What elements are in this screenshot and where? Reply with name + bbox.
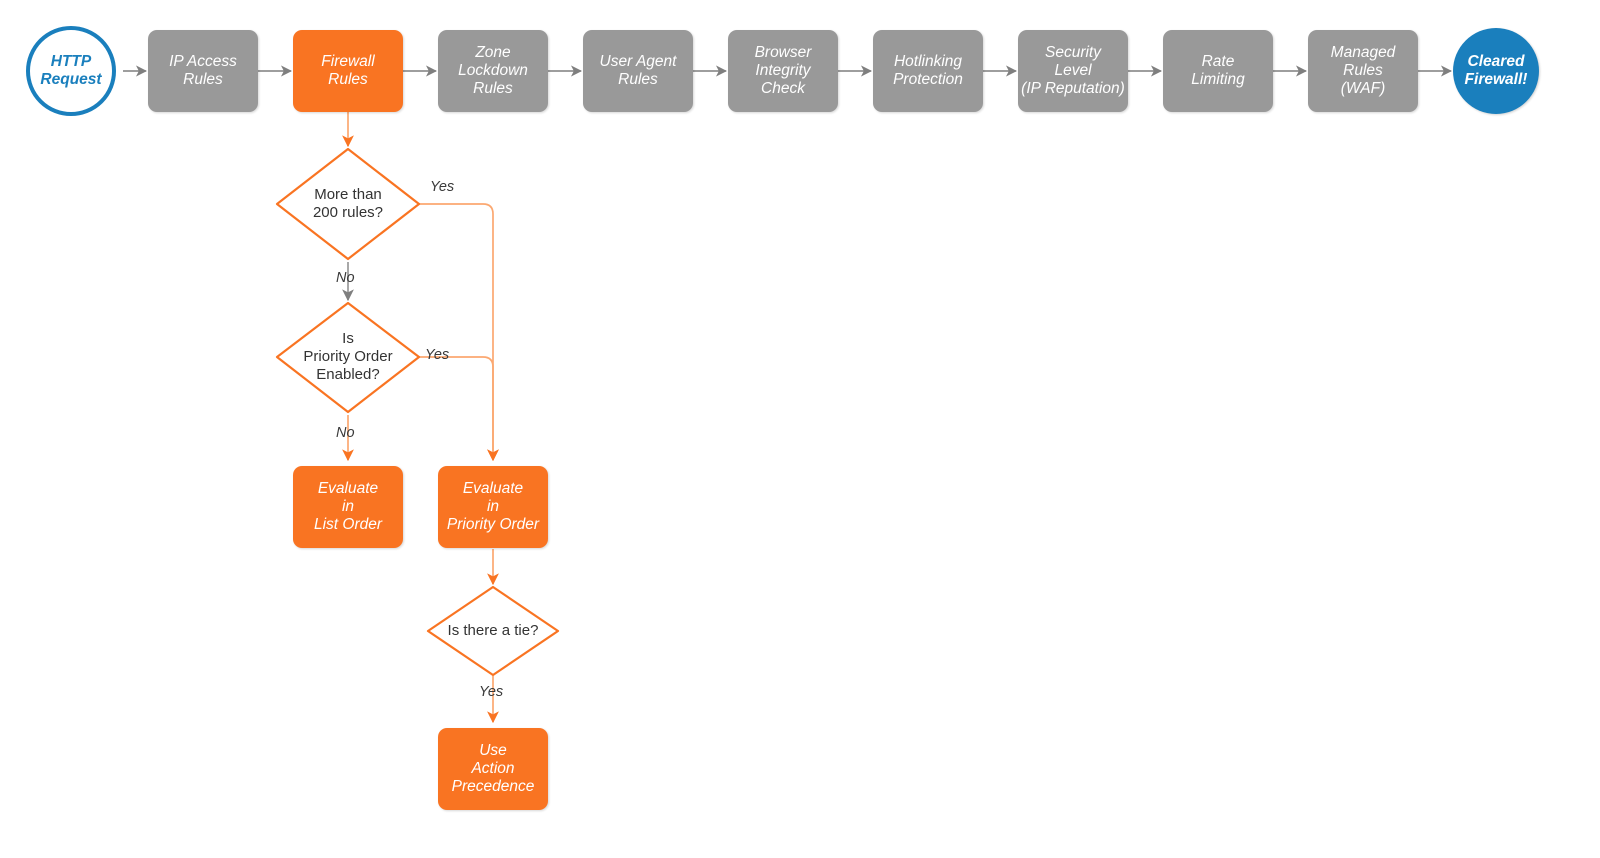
diamond-more-than-200-rules xyxy=(275,147,421,261)
node-rate-limiting-label: Rate Limiting xyxy=(1191,52,1245,88)
decision-more-than-200-rules[interactable]: More than 200 rules? xyxy=(286,176,410,232)
edge-label-no-more-than-200: No xyxy=(336,270,355,286)
node-browser-integrity-check[interactable]: Browser Integrity Check xyxy=(728,30,838,112)
node-security-level[interactable]: Security Level (IP Reputation) xyxy=(1018,30,1128,112)
node-evaluate-in-priority-order-label: Evaluate in Priority Order xyxy=(446,479,540,534)
node-firewall-rules[interactable]: Firewall Rules xyxy=(293,30,403,112)
node-browser-integrity-check-label: Browser Integrity Check xyxy=(754,43,812,98)
node-http-request[interactable]: HTTP Request xyxy=(26,26,116,116)
node-managed-rules-waf-label: Managed Rules (WAF) xyxy=(1330,43,1396,98)
node-user-agent-rules[interactable]: User Agent Rules xyxy=(583,30,693,112)
diamond-is-there-a-tie xyxy=(426,585,560,677)
edge-yes-priority-order xyxy=(419,356,499,462)
decision-more-than-200-rules-label: More than 200 rules? xyxy=(312,186,384,221)
node-hotlinking-protection[interactable]: Hotlinking Protection xyxy=(873,30,983,112)
node-ip-access-rules-label: IP Access Rules xyxy=(169,52,237,88)
node-user-agent-rules-label: User Agent Rules xyxy=(599,52,677,88)
decision-shapes xyxy=(275,147,560,677)
edge-label-yes-priority-order: Yes xyxy=(425,347,450,363)
decision-is-priority-order-enabled[interactable]: Is Priority Order Enabled? xyxy=(284,323,412,391)
node-zone-lockdown-rules-label: Zone Lockdown Rules xyxy=(458,43,528,98)
edge-label-yes-tie: Yes xyxy=(479,684,504,700)
node-cleared-firewall-label: Cleared Firewall! xyxy=(1464,52,1528,88)
node-use-action-precedence[interactable]: Use Action Precedence xyxy=(438,728,548,810)
node-use-action-precedence-label: Use Action Precedence xyxy=(451,741,535,796)
node-ip-access-rules[interactable]: IP Access Rules xyxy=(148,30,258,112)
node-cleared-firewall[interactable]: Cleared Firewall! xyxy=(1453,28,1539,114)
edge-yes-more-than-200 xyxy=(419,203,499,462)
node-hotlinking-protection-label: Hotlinking Protection xyxy=(893,52,963,88)
node-evaluate-in-priority-order[interactable]: Evaluate in Priority Order xyxy=(438,466,548,548)
edge-label-yes-more-than-200: Yes xyxy=(430,179,455,195)
node-evaluate-in-list-order[interactable]: Evaluate in List Order xyxy=(293,466,403,548)
node-security-level-label: Security Level (IP Reputation) xyxy=(1021,43,1125,98)
decision-is-there-a-tie[interactable]: Is there a tie? xyxy=(431,615,555,647)
diamond-is-priority-order-enabled xyxy=(275,301,421,414)
decision-is-priority-order-enabled-label: Is Priority Order Enabled? xyxy=(303,330,393,383)
node-zone-lockdown-rules[interactable]: Zone Lockdown Rules xyxy=(438,30,548,112)
edge-label-no-priority-order: No xyxy=(336,425,355,441)
node-managed-rules-waf[interactable]: Managed Rules (WAF) xyxy=(1308,30,1418,112)
node-evaluate-in-list-order-label: Evaluate in List Order xyxy=(313,479,383,534)
decision-is-there-a-tie-label: Is there a tie? xyxy=(447,622,539,639)
node-rate-limiting[interactable]: Rate Limiting xyxy=(1163,30,1273,112)
node-firewall-rules-label: Firewall Rules xyxy=(321,52,375,88)
node-http-request-label: HTTP Request xyxy=(40,52,102,88)
